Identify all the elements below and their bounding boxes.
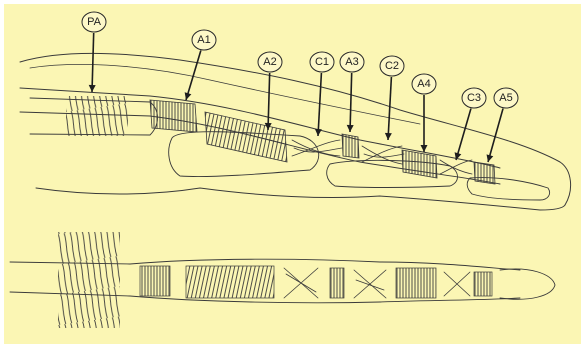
pa-pulley bbox=[66, 96, 128, 136]
a4-pulley-palmar bbox=[396, 268, 436, 298]
a3-pulley-palmar bbox=[330, 268, 344, 298]
label-text-c3: C3 bbox=[467, 92, 481, 104]
a5-pulley bbox=[474, 162, 495, 184]
label-text-c1: C1 bbox=[315, 56, 329, 68]
label-text-a2: A2 bbox=[263, 56, 276, 68]
pa-fibers-palmar bbox=[58, 232, 120, 328]
label-text-c2: C2 bbox=[385, 60, 399, 72]
label-text-a4: A4 bbox=[417, 78, 430, 90]
label-text-a5: A5 bbox=[499, 92, 512, 104]
a1-pulley bbox=[150, 100, 197, 132]
a2-pulley-palmar bbox=[186, 266, 274, 298]
label-text-a1: A1 bbox=[197, 34, 210, 46]
label-text-pa: PA bbox=[87, 16, 102, 28]
label-text-a3: A3 bbox=[345, 56, 358, 68]
a5-pulley-palmar bbox=[474, 272, 492, 296]
a3-pulley bbox=[342, 134, 359, 158]
a1-pulley-palmar bbox=[140, 266, 170, 296]
